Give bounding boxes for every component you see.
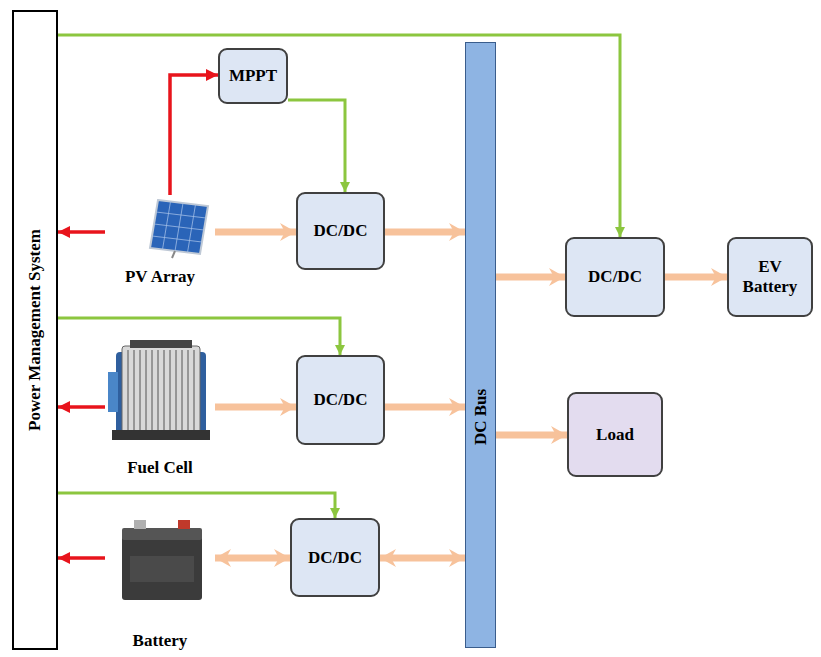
battery-panel bbox=[130, 556, 194, 582]
node-label: Battery bbox=[105, 631, 215, 651]
battery-terminal bbox=[134, 520, 146, 529]
signal-arrow bbox=[58, 405, 105, 409]
power-flow-arrow bbox=[380, 555, 465, 562]
battery-body bbox=[122, 536, 202, 600]
control-arrow bbox=[58, 318, 340, 355]
power-flow-arrow bbox=[496, 274, 565, 281]
control-arrow bbox=[288, 100, 345, 192]
signal-arrow bbox=[58, 230, 105, 234]
node-label: DC/DC bbox=[588, 267, 642, 287]
node-label: DC/DC bbox=[314, 390, 368, 410]
panel-stand bbox=[172, 251, 175, 258]
battery-terminal bbox=[178, 520, 190, 529]
fuel-cell-base bbox=[112, 430, 210, 440]
fuel-cell-stack bbox=[122, 346, 200, 438]
fuel-cell-top bbox=[130, 340, 192, 348]
node-label: DC/DC bbox=[308, 548, 362, 568]
pv-array: PV Array bbox=[105, 195, 215, 287]
converter-box: DC/DC bbox=[296, 192, 385, 270]
converter-box: DC/DC bbox=[290, 518, 380, 597]
node-label: MPPT bbox=[229, 66, 277, 86]
control-arrow bbox=[58, 493, 335, 518]
node-label: Fuel Cell bbox=[105, 458, 215, 478]
battery-lid bbox=[122, 528, 202, 540]
mppt-box: MPPT bbox=[218, 48, 288, 104]
signal-arrow bbox=[58, 556, 105, 560]
ev-battery-box: EV Battery bbox=[727, 237, 813, 317]
battery: Battery bbox=[105, 515, 215, 651]
node-label: Power Management System bbox=[25, 229, 45, 431]
solar-panel bbox=[150, 200, 208, 258]
battery-illustration bbox=[122, 520, 202, 600]
panel-face bbox=[150, 200, 208, 254]
power-flow-arrow bbox=[665, 274, 727, 281]
node-label: DC/DC bbox=[314, 221, 368, 241]
power-flow-arrow bbox=[385, 229, 465, 236]
power-flow-arrow bbox=[385, 404, 465, 411]
node-label: EV Battery bbox=[735, 257, 805, 297]
management-box: Power Management System bbox=[12, 10, 58, 650]
signal-arrow bbox=[170, 75, 218, 195]
load-box: Load bbox=[567, 392, 663, 477]
power-flow-arrow bbox=[496, 432, 567, 439]
node-label: PV Array bbox=[105, 267, 215, 287]
fuel-cell: Fuel Cell bbox=[105, 338, 215, 478]
power-flow-arrow bbox=[215, 555, 290, 562]
panel-grid bbox=[152, 202, 206, 253]
node-label: Load bbox=[596, 425, 634, 445]
power-flow-arrow bbox=[215, 404, 296, 411]
fuel-cell bbox=[108, 340, 210, 440]
fuel-cell-port bbox=[108, 372, 118, 412]
power-flow-arrow bbox=[215, 229, 296, 236]
converter-box: DC/DC bbox=[296, 355, 385, 445]
converter-box: DC/DC bbox=[565, 237, 665, 317]
fuel-cell-plates bbox=[128, 350, 194, 430]
dc-bus: DC Bus bbox=[465, 42, 496, 648]
node-label: DC Bus bbox=[471, 389, 491, 445]
